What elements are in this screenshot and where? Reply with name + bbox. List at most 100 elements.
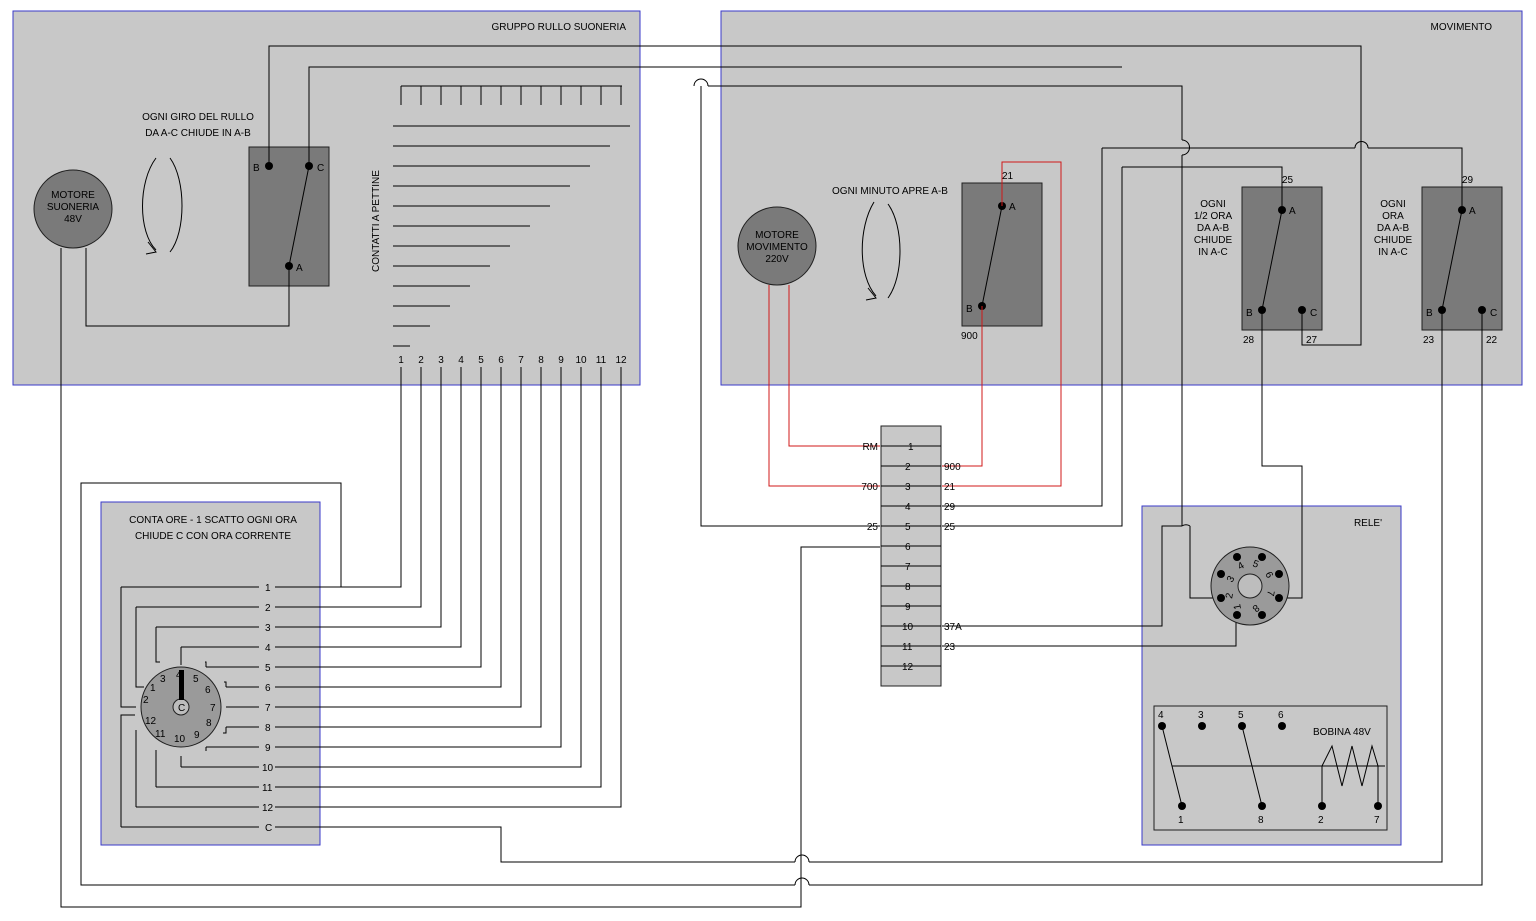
counter-labels: 1 2 3 4 5 6 7 8 9 10 11 12 C [262,583,274,834]
wire-crossover [794,854,810,886]
svg-text:B: B [1426,308,1433,319]
wire-crossover [693,78,1369,156]
svg-text:6: 6 [1262,570,1275,581]
svg-text:1: 1 [1178,815,1184,826]
svg-text:6: 6 [205,685,211,696]
svg-text:10: 10 [575,355,587,366]
svg-text:A: A [1009,202,1016,213]
svg-text:8: 8 [538,355,544,366]
svg-text:37A: 37A [944,622,962,633]
bobina-label: BOBINA 48V [1313,727,1371,738]
svg-text:11: 11 [902,642,913,653]
svg-text:3: 3 [160,674,166,685]
svg-text:ORA: ORA [1382,211,1404,222]
red-wires [768,161,1062,487]
svg-text:12: 12 [145,716,157,727]
svg-text:C: C [1490,308,1497,319]
motor-label: 48V [64,214,82,225]
svg-text:11: 11 [262,783,273,794]
svg-text:B: B [1246,308,1253,319]
svg-text:9: 9 [194,730,200,741]
svg-text:8: 8 [905,582,911,593]
svg-text:23: 23 [944,642,956,653]
comb-to-counter-wires [80,310,1483,886]
conta-ore-dial: C 1 2 3 4 5 6 7 8 9 10 11 12 [140,666,222,748]
svg-text:3: 3 [438,355,444,366]
svg-text:1: 1 [1232,603,1244,611]
svg-text:9: 9 [558,355,564,366]
svg-text:A: A [296,263,303,274]
svg-text:B: B [253,163,260,174]
svg-text:DA A-B: DA A-B [1197,223,1230,234]
svg-text:8: 8 [265,723,271,734]
terminal-block-left-labels: RM 700 25 [861,442,878,533]
svg-text:7: 7 [1374,815,1380,826]
svg-text:3: 3 [1198,710,1204,721]
svg-text:900: 900 [961,331,978,342]
svg-text:A: A [1469,206,1476,217]
panel-title-movimento: MOVIMENTO [1431,22,1493,33]
terminal-block-numbers: 1 2 3 4 5 6 7 8 9 10 11 12 [902,442,914,673]
svg-text:9: 9 [905,602,911,613]
svg-text:8: 8 [1258,815,1264,826]
svg-text:6: 6 [1278,710,1284,721]
svg-text:11: 11 [596,355,607,366]
svg-text:5: 5 [265,663,271,674]
motor-label: MOTORE [51,190,95,201]
motore-suoneria: MOTORE SUONERIA 48V [33,169,113,249]
svg-text:OGNI: OGNI [1380,199,1406,210]
svg-text:1: 1 [398,355,404,366]
svg-text:21: 21 [944,482,956,493]
svg-text:7: 7 [518,355,524,366]
switch-minuto: A B 21 900 [961,171,1043,342]
svg-text:C: C [1310,308,1317,319]
svg-text:6: 6 [498,355,504,366]
svg-text:5: 5 [1238,710,1244,721]
svg-text:5: 5 [1251,558,1260,570]
svg-text:2: 2 [1318,815,1324,826]
rotation-arrow-icon [861,201,901,301]
svg-text:1/2 ORA: 1/2 ORA [1194,211,1233,222]
svg-text:900: 900 [944,462,961,473]
svg-text:4: 4 [905,502,911,513]
panel-title-rele: RELE' [1354,518,1382,529]
svg-text:5: 5 [193,674,199,685]
svg-text:22: 22 [1486,335,1498,346]
relay-wires [942,310,1483,647]
svg-text:3: 3 [905,482,911,493]
contatti-a-pettine [393,85,630,347]
svg-text:8: 8 [1249,602,1261,614]
terminal-block [880,425,942,687]
svg-text:2: 2 [418,355,424,366]
svg-text:8: 8 [206,718,212,729]
svg-text:700: 700 [861,482,878,493]
svg-text:6: 6 [265,683,271,694]
svg-text:25: 25 [1282,175,1294,186]
svg-text:12: 12 [262,803,274,814]
svg-text:CHIUDE: CHIUDE [1374,235,1413,246]
svg-text:5: 5 [905,522,911,533]
note-rullo-1: OGNI GIRO DEL RULLO [142,112,254,123]
svg-text:21: 21 [1002,171,1014,182]
svg-text:RM: RM [862,442,878,453]
svg-text:1: 1 [908,442,914,453]
svg-text:CHIUDE: CHIUDE [1194,235,1233,246]
svg-text:4: 4 [1236,560,1247,573]
svg-text:29: 29 [944,502,956,513]
svg-text:9: 9 [265,743,271,754]
note-pettine: CONTATTI A PETTINE [371,170,382,272]
svg-text:C: C [178,703,185,714]
svg-text:10: 10 [902,622,914,633]
svg-text:2: 2 [905,462,911,473]
svg-text:10: 10 [262,763,274,774]
panel-title-contaore-1: CONTA ORE - 1 SCATTO OGNI ORA [129,515,297,526]
svg-text:11: 11 [155,729,166,740]
note-minuto: OGNI MINUTO APRE A-B [832,186,948,197]
panel-conta-ore [100,501,321,846]
panel-title-contaore-2: CHIUDE C CON ORA CORRENTE [135,531,291,542]
svg-text:DA A-B: DA A-B [1377,223,1410,234]
svg-text:23: 23 [1423,335,1435,346]
svg-text:7: 7 [210,703,216,714]
panel-title-gruppo: GRUPPO RULLO SUONERIA [492,22,627,33]
